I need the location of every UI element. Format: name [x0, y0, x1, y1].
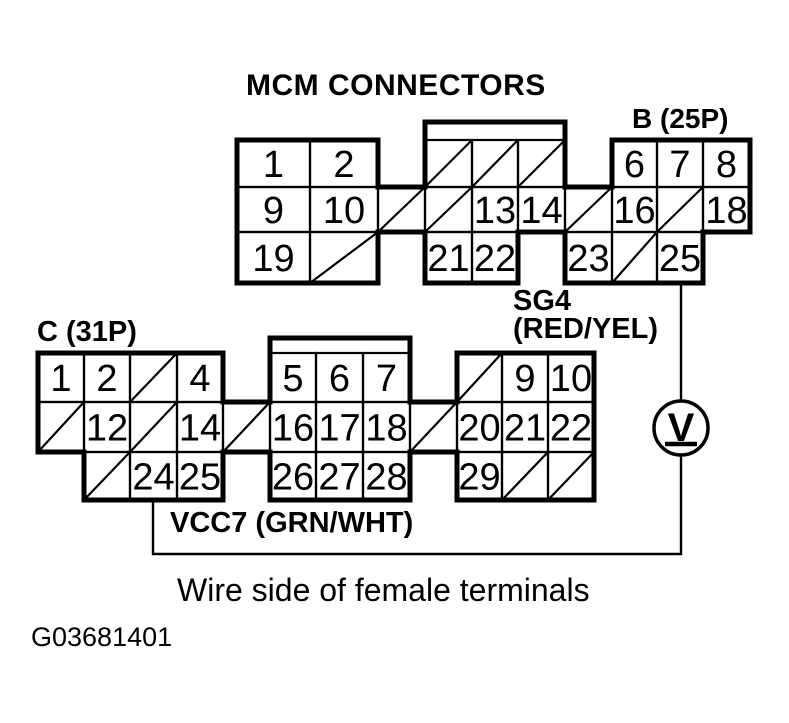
pin-number: 21	[427, 238, 469, 280]
pin-number: 18	[705, 190, 747, 232]
pin-number: 6	[329, 358, 350, 400]
pin-number: 16	[272, 408, 314, 450]
crossed-pin-diagonal	[129, 401, 178, 453]
pin-number: 24	[132, 457, 174, 499]
pin-number: 1	[50, 358, 71, 400]
signal-label-vcc7: VCC7 (GRN/WHT)	[170, 507, 414, 539]
pin-number: 22	[550, 408, 592, 450]
pin-number: 13	[474, 190, 516, 232]
pin-number: 16	[613, 190, 655, 232]
figure-id: G03681401	[31, 622, 173, 652]
pin-number: 14	[520, 190, 562, 232]
pin-number: 22	[474, 238, 516, 280]
connector-b-label: B (25P)	[632, 103, 729, 134]
crossed-pin-diagonal	[37, 401, 85, 453]
pin-number: 29	[458, 457, 500, 499]
connector-c-label: C (31P)	[37, 316, 137, 348]
pin-number: 20	[458, 408, 500, 450]
crossed-pin-diagonal	[611, 231, 658, 284]
pin-number: 25	[179, 457, 221, 499]
crossed-pin-diagonal	[129, 352, 178, 403]
pin-number: 17	[318, 408, 360, 450]
pin-number: 10	[550, 358, 592, 400]
pin-number: 2	[96, 358, 117, 400]
diagram-title: MCM CONNECTORS	[246, 69, 546, 102]
connector-outline-B	[234, 119, 753, 286]
pin-number: 4	[189, 358, 210, 400]
crossed-pin-diagonal	[409, 401, 458, 453]
crossed-pin-diagonal	[456, 352, 503, 403]
signal-sg4-color: (RED/YEL)	[513, 313, 658, 345]
connector-outline-C	[35, 335, 597, 503]
crossed-pin-diagonal	[517, 139, 566, 188]
signal-sg4-name: SG4	[513, 285, 572, 317]
pin-number: 18	[365, 408, 407, 450]
pin-number: 7	[669, 144, 690, 186]
crossed-pin-diagonal	[547, 451, 595, 501]
vcc7-wire	[151, 455, 683, 556]
pin-number: 6	[624, 144, 645, 186]
pin-number: 26	[272, 457, 314, 499]
pin-number: 8	[716, 144, 737, 186]
pin-number: 5	[282, 358, 303, 400]
pin-number: 27	[318, 457, 360, 499]
voltmeter-icon	[652, 399, 710, 457]
crossed-pin-diagonal	[222, 401, 271, 453]
crossed-pin-diagonal	[471, 139, 519, 188]
pin-number: 10	[323, 190, 365, 232]
crossed-pin-diagonal	[309, 231, 379, 284]
pin-number: 23	[567, 238, 609, 280]
pin-number: 19	[252, 238, 294, 280]
pin-number: 12	[86, 408, 128, 450]
signal-label-sg4: SG4 (RED/YEL)	[513, 285, 658, 345]
pin-number: 1	[263, 144, 284, 186]
pin-number: 9	[263, 190, 284, 232]
pin-number: 25	[659, 238, 701, 280]
crossed-pin-diagonal	[424, 139, 473, 188]
crossed-pin-diagonal	[424, 186, 473, 233]
crossed-pin-diagonal	[656, 186, 704, 233]
pin-number: 14	[179, 408, 221, 450]
crossed-pin-diagonal	[501, 451, 549, 501]
wire-side-caption: Wire side of female terminals	[177, 572, 590, 608]
crossed-pin-diagonal	[564, 186, 613, 233]
crossed-pin-diagonal	[377, 186, 426, 233]
pin-number: 2	[333, 144, 354, 186]
pin-number: 9	[514, 358, 535, 400]
pin-number: 7	[376, 358, 397, 400]
crossed-pin-diagonal	[83, 451, 131, 501]
pin-number: 28	[365, 457, 407, 499]
pin-number: 21	[504, 408, 546, 450]
